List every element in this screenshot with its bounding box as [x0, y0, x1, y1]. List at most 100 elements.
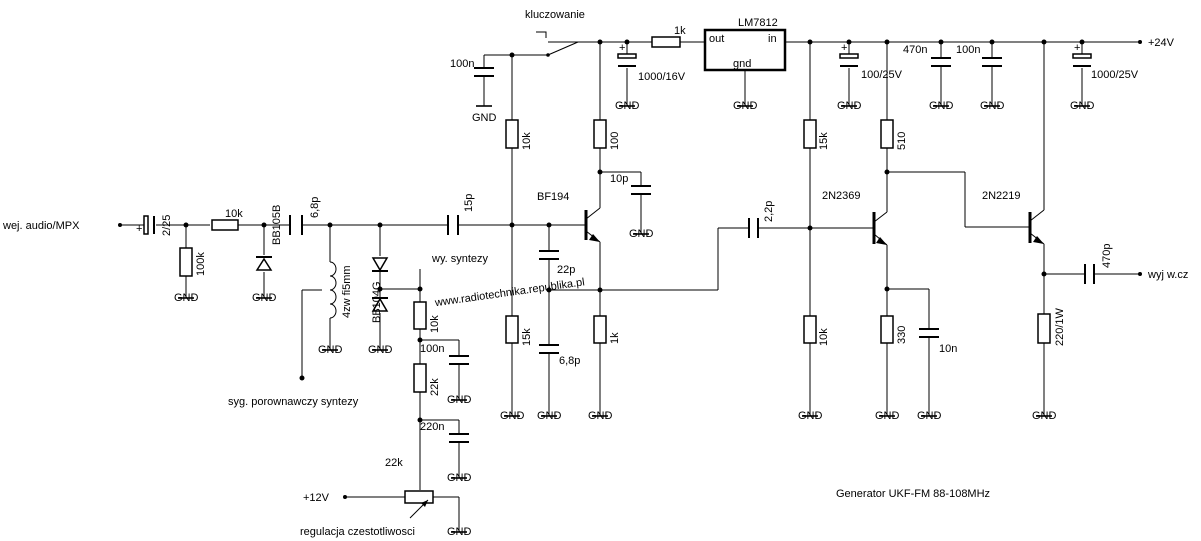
label-r-10k-q2: 10k	[818, 328, 830, 346]
regulator-name: LM7812	[738, 17, 778, 29]
svg-text:GND: GND	[537, 410, 562, 422]
label-d-bb105b: BB105B	[271, 205, 283, 245]
label-c-100-25v: 100/25V	[861, 69, 903, 81]
svg-text:+: +	[619, 42, 625, 54]
resistors	[179, 119, 1051, 519]
label-q1: BF194	[537, 191, 569, 203]
regulator-lm7812: LM7812 out in gnd	[703, 17, 787, 72]
resistor-10k-bias	[413, 301, 427, 330]
output-label: wyj w.cz	[1147, 269, 1188, 281]
label-r-10k-in: 10k	[225, 208, 243, 220]
transistors	[584, 210, 1044, 245]
label-r-10k-top: 10k	[521, 132, 533, 150]
svg-text:GND: GND	[1070, 100, 1095, 112]
resistor-1k-reg	[651, 36, 681, 48]
svg-text:GND: GND	[615, 100, 640, 112]
varicaps	[255, 256, 389, 312]
component-labels: BF194 2N2369 2N2219 100n 1000/16V 100/25…	[161, 44, 1139, 469]
svg-text:GND: GND	[472, 112, 497, 124]
label-r-15k-bot: 15k	[521, 328, 533, 346]
potentiometer-22k	[404, 490, 434, 504]
label-c-100n-rail: 100n	[956, 44, 980, 56]
label-c-10n: 10n	[939, 343, 957, 355]
synth-out-label: wy. syntezy	[431, 253, 489, 265]
vcc24-label: +24V	[1148, 37, 1175, 49]
capacitors: + + + +	[136, 42, 1095, 443]
svg-text:GND: GND	[798, 410, 823, 422]
regulator-out: out	[709, 33, 724, 45]
diode-bb105b	[255, 257, 273, 271]
svg-text:GND: GND	[174, 292, 199, 304]
svg-text:GND: GND	[447, 472, 472, 484]
resistor-22k-bias	[413, 363, 427, 393]
svg-text:GND: GND	[447, 526, 472, 538]
svg-text:GND: GND	[1032, 410, 1057, 422]
svg-text:GND: GND	[929, 100, 954, 112]
label-r-10k-bias: 10k	[429, 315, 441, 333]
label-c-2p2: 2,2p	[763, 201, 775, 222]
label-r-22k-bias: 22k	[429, 378, 441, 396]
junctions	[183, 39, 1085, 423]
label-l-coil: 4zw fi5mm	[341, 265, 353, 318]
label-r-220-1w: 220/1W	[1054, 307, 1066, 346]
synth-ref-label: syg. porownawczy syntezy	[228, 396, 359, 408]
resistor-100-collector	[593, 119, 607, 149]
regulator-in: in	[768, 33, 777, 45]
svg-text:GND: GND	[368, 344, 393, 356]
svg-text:GND: GND	[588, 410, 613, 422]
resistor-15k-q2	[803, 119, 817, 149]
label-c-1000-25v: 1000/25V	[1091, 69, 1139, 81]
label-c-15p: 15p	[463, 194, 475, 212]
label-c-22p: 22p	[557, 264, 575, 276]
svg-text:GND: GND	[318, 344, 343, 356]
watermark: www.radiotechnika.republika.pl	[433, 276, 585, 309]
svg-text:GND: GND	[629, 228, 654, 240]
label-r-1k-emit: 1k	[609, 332, 621, 344]
input-label: wej. audio/MPX	[2, 220, 80, 232]
resistor-330	[880, 315, 894, 344]
label-c-470n: 470n	[903, 44, 927, 56]
resistor-10k-top	[505, 119, 519, 149]
label-c-1000-16v: 1000/16V	[638, 71, 686, 83]
resistor-510	[880, 119, 894, 149]
svg-text:GND: GND	[980, 100, 1005, 112]
keying-switch	[536, 31, 579, 57]
resistor-1k-emitter	[593, 315, 607, 344]
label-c-6p8-in: 6,8p	[309, 197, 321, 218]
title: Generator UKF-FM 88-108MHz	[836, 488, 990, 500]
label-q2: 2N2369	[822, 190, 861, 202]
resistor-100k	[179, 247, 193, 277]
svg-text:GND: GND	[917, 410, 942, 422]
svg-text:+: +	[136, 223, 142, 235]
ports: wej. audio/MPX +24V wyj w.cz +12V wy. sy…	[2, 9, 1188, 538]
label-r-100: 100	[609, 132, 621, 150]
svg-text:GND: GND	[733, 100, 758, 112]
label-c-470p: 470p	[1101, 244, 1113, 268]
label-c-6p8: 6,8p	[559, 355, 580, 367]
diode-bb104g-a	[371, 257, 389, 272]
svg-text:GND: GND	[875, 410, 900, 422]
label-c-100n-bias: 100n	[420, 343, 444, 355]
keying-label: kluczowanie	[525, 9, 585, 21]
resistor-220-1w	[1037, 313, 1051, 344]
label-r-330: 330	[896, 326, 908, 344]
label-c-10p: 10p	[610, 173, 628, 185]
label-r-reg: 1k	[674, 25, 686, 37]
svg-text:GND: GND	[252, 292, 277, 304]
svg-text:GND: GND	[500, 410, 525, 422]
wires	[120, 41, 1140, 524]
vcc12-label: +12V	[303, 492, 330, 504]
diode-bb104g-b	[371, 297, 389, 312]
svg-text:+: +	[841, 42, 847, 54]
resistor-10k-in	[211, 219, 239, 231]
ground-symbols: GND GND GND GND GND GND GND GND GND GND …	[174, 97, 1095, 538]
resistor-15k-bot	[505, 315, 519, 344]
label-r-15k-q2: 15k	[818, 132, 830, 150]
label-d-bb104g: BB104G	[371, 281, 383, 323]
svg-text:GND: GND	[447, 394, 472, 406]
svg-text:GND: GND	[837, 100, 862, 112]
label-c-2-25: 2/25	[161, 215, 173, 236]
label-r-510: 510	[896, 132, 908, 150]
coil-4zw	[329, 261, 337, 319]
